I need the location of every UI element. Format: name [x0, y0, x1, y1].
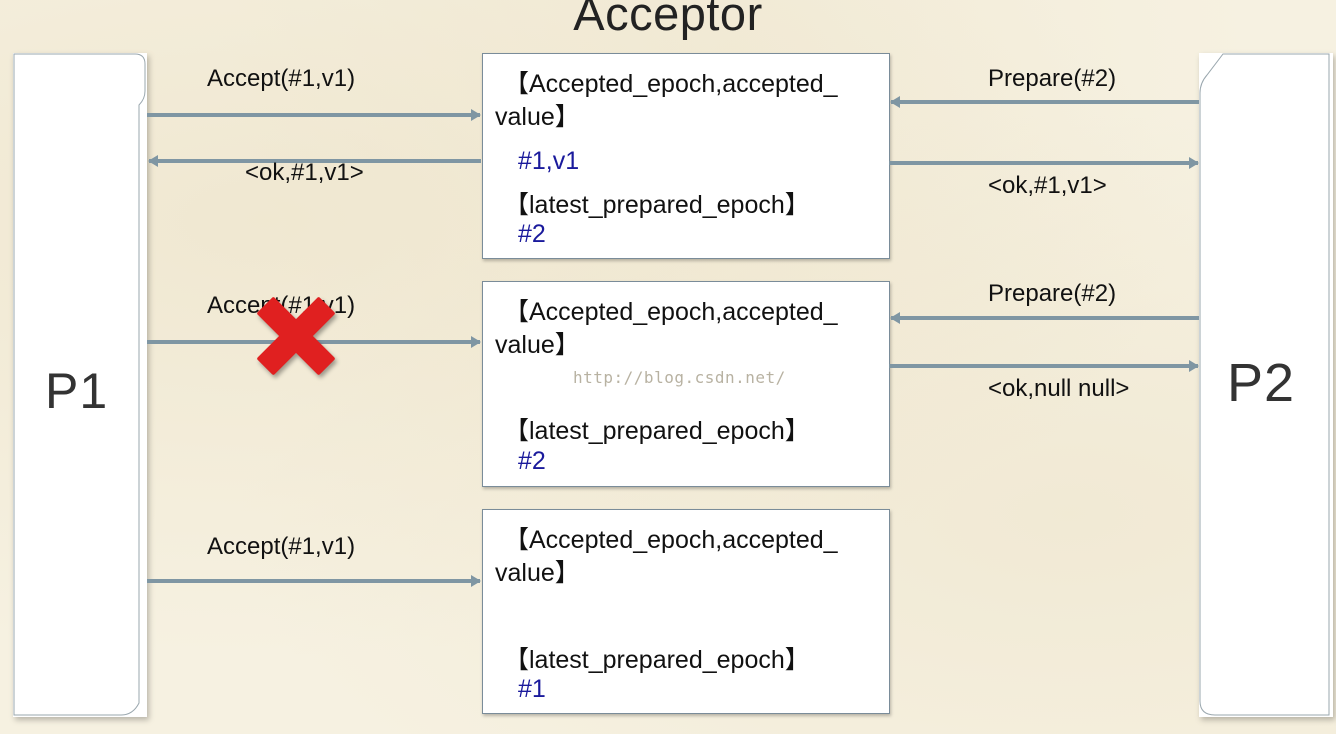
acceptor-3-header-line2: value】 — [495, 559, 580, 587]
acceptor-1-latest-value: #2 — [518, 220, 546, 248]
proposer-p2-label: P2 — [1227, 353, 1296, 413]
proposer-p1-label: P1 — [45, 363, 109, 419]
proposer-p1 — [13, 53, 147, 717]
acceptor-3-header-line1: 【Accepted_epoch,accepted_ — [504, 526, 838, 554]
acceptor-3-latest-value: #1 — [518, 675, 546, 703]
proposer-p2 — [1199, 53, 1333, 717]
acceptor-1-header-line2: value】 — [495, 103, 580, 131]
diagram-title: Acceptor — [573, 0, 763, 40]
acceptor-1-latest-label: 【latest_prepared_epoch】 — [504, 191, 810, 219]
acceptor-3-latest-label: 【latest_prepared_epoch】 — [504, 646, 810, 674]
msg-row1-ok-right: <ok,#1,v1> — [988, 172, 1107, 199]
msg-row1-accept: Accept(#1,v1) — [207, 65, 356, 92]
acceptor-box-3 — [482, 509, 890, 714]
acceptor-2-header-line1: 【Accepted_epoch,accepted_ — [504, 298, 838, 326]
watermark-text: http://blog.csdn.net/ — [573, 368, 786, 387]
acceptor-2-latest-label: 【latest_prepared_epoch】 — [504, 417, 810, 445]
acceptor-2-latest-value: #2 — [518, 447, 546, 475]
msg-row2-prepare: Prepare(#2) — [988, 280, 1117, 307]
acceptor-1-header-line1: 【Accepted_epoch,accepted_ — [504, 70, 838, 98]
msg-row1-prepare: Prepare(#2) — [988, 65, 1117, 92]
msg-row3-accept: Accept(#1,v1) — [207, 533, 356, 560]
acceptor-box-2 — [482, 281, 890, 487]
acceptor-2-header-line2: value】 — [495, 331, 580, 359]
msg-row1-ok-left: <ok,#1,v1> — [245, 159, 364, 186]
acceptor-1-accepted-value: #1,v1 — [518, 147, 580, 175]
msg-row2-ok-right: <ok,null null> — [988, 375, 1130, 402]
cross-icon — [257, 297, 335, 375]
acceptor-box-1 — [482, 53, 890, 259]
